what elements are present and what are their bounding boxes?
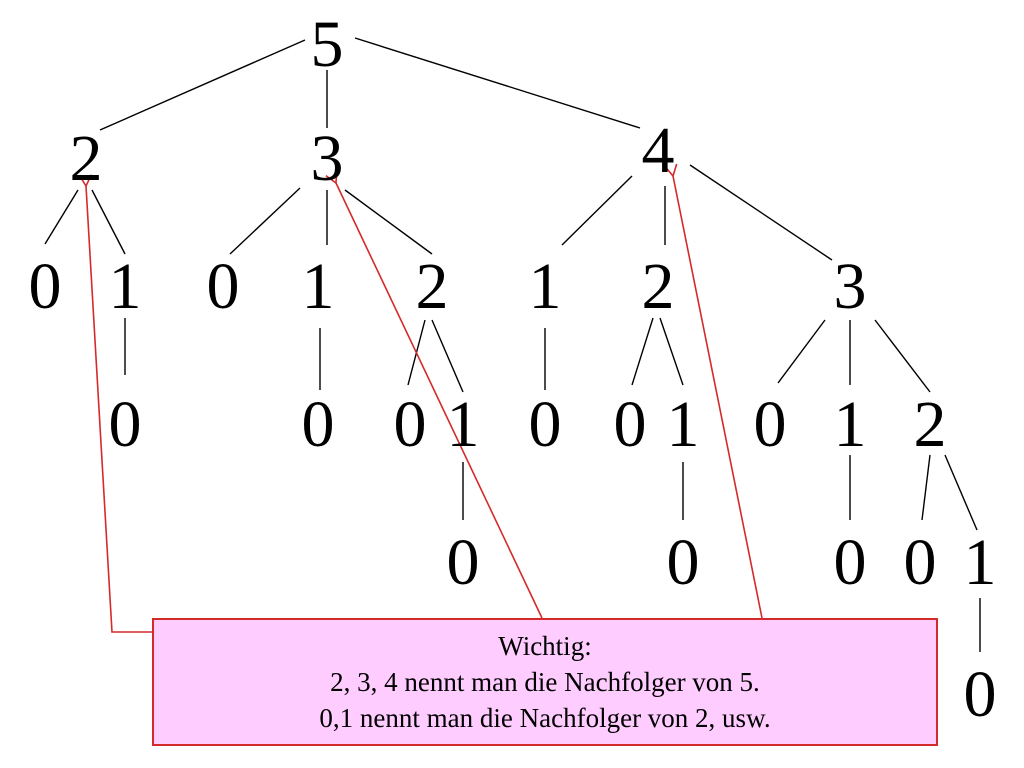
callout-heading: Wichtig:	[498, 631, 592, 661]
node-5-2: 2	[70, 122, 103, 195]
node-4-2-1: 1	[667, 388, 700, 461]
node-4-2-1-0: 0	[667, 526, 700, 599]
node-4-3-2-1-0: 0	[964, 658, 997, 731]
edge-5-4	[354, 37, 641, 129]
node-3-1-0: 0	[302, 388, 335, 461]
node-5-3: 3	[311, 122, 344, 195]
node-4-3: 3	[834, 250, 867, 323]
node-4-3-0: 0	[754, 388, 787, 461]
node-3-1: 1	[302, 250, 335, 323]
node-2-1: 1	[109, 250, 142, 323]
node-3-2: 2	[416, 250, 449, 323]
node-4-3-2-0: 0	[904, 526, 937, 599]
edge-2-1	[91, 189, 126, 255]
node-3-0: 0	[207, 250, 240, 323]
node-4-1-0: 0	[529, 388, 562, 461]
edge-4-3	[689, 164, 833, 261]
callout-line-successors-of-2: 0,1 nennt man die Nachfolger von 2, usw.	[319, 703, 771, 733]
node-4-3-1-0: 0	[834, 526, 867, 599]
node-4-3-1: 1	[834, 388, 867, 461]
edge-4-3-2	[874, 319, 931, 393]
callout-pointers	[86, 176, 763, 633]
edge-4-2-0	[631, 317, 654, 386]
edge-5-2	[99, 39, 306, 131]
tree-nodes: 5 2 3 4 0 1 0 0 1 0 2 0 1 0 1 0 2 0 1 0 …	[29, 8, 997, 731]
node-2-1-0: 0	[109, 388, 142, 461]
node-3-2-1-0: 0	[447, 526, 480, 599]
edge-3-2	[344, 189, 433, 255]
pointer-to-node-4	[673, 176, 763, 619]
node-4-3-2: 2	[914, 388, 947, 461]
node-4-2: 2	[642, 250, 675, 323]
edge-2-0	[44, 189, 79, 245]
node-5: 5	[311, 8, 344, 81]
callout-line-successors-of-5: 2, 3, 4 nennt man die Nachfolger von 5.	[330, 667, 760, 697]
node-3-2-0: 0	[394, 388, 427, 461]
node-2-0: 0	[29, 250, 62, 323]
node-4-1: 1	[529, 250, 562, 323]
edge-4-2-1	[659, 317, 684, 386]
edge-4-3-0	[777, 319, 826, 384]
edge-4-1	[561, 175, 633, 246]
pointer-to-node-2	[86, 186, 152, 633]
node-5-4: 4	[642, 114, 675, 187]
edge-4-3-2-0	[921, 454, 931, 521]
tree-edges	[44, 37, 981, 652]
node-4-2-0: 0	[614, 388, 647, 461]
edge-4-3-2-1	[944, 454, 978, 531]
node-3-2-1: 1	[447, 388, 480, 461]
edge-3-0	[229, 187, 301, 255]
edge-3-2-1	[431, 319, 464, 393]
callout-box: Wichtig: 2, 3, 4 nennt man die Nachfolge…	[152, 618, 938, 746]
pointer-to-node-3	[336, 183, 543, 619]
node-4-3-2-1: 1	[964, 526, 997, 599]
